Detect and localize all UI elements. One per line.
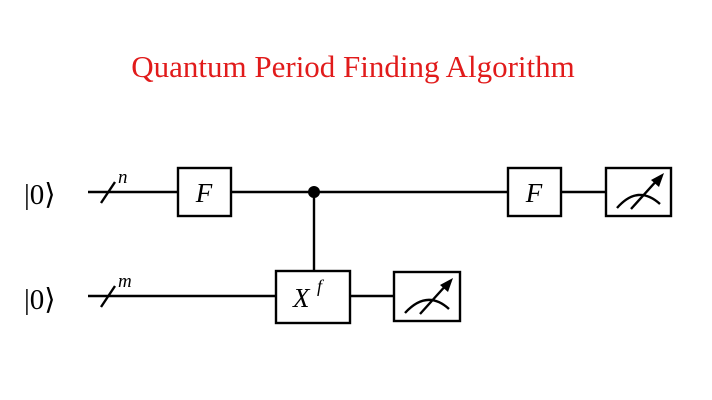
oracle-gate-label: X	[292, 283, 311, 313]
register-size-top: n	[118, 167, 128, 188]
register-size-bottom: m	[118, 271, 132, 292]
fourier-gate-2-label: F	[525, 178, 543, 208]
input-state-bottom: |0⟩	[24, 284, 56, 316]
wire-bottom: |0⟩ m X f	[24, 269, 462, 325]
diagram-title: Quantum Period Finding Algorithm	[131, 49, 574, 84]
register-slash-top	[100, 181, 116, 204]
oracle-gate: X f	[274, 269, 352, 325]
measurement-top-icon	[604, 166, 673, 218]
oracle-gate-superscript: f	[317, 276, 325, 296]
input-state-top: |0⟩	[24, 179, 56, 211]
register-slash-bottom	[100, 285, 116, 308]
fourier-gate-2: F	[506, 166, 563, 218]
fourier-gate-1-label: F	[195, 178, 213, 208]
wire-top: |0⟩ n F F	[24, 166, 673, 218]
measurement-bottom-icon	[392, 270, 462, 323]
fourier-gate-1: F	[176, 166, 233, 218]
